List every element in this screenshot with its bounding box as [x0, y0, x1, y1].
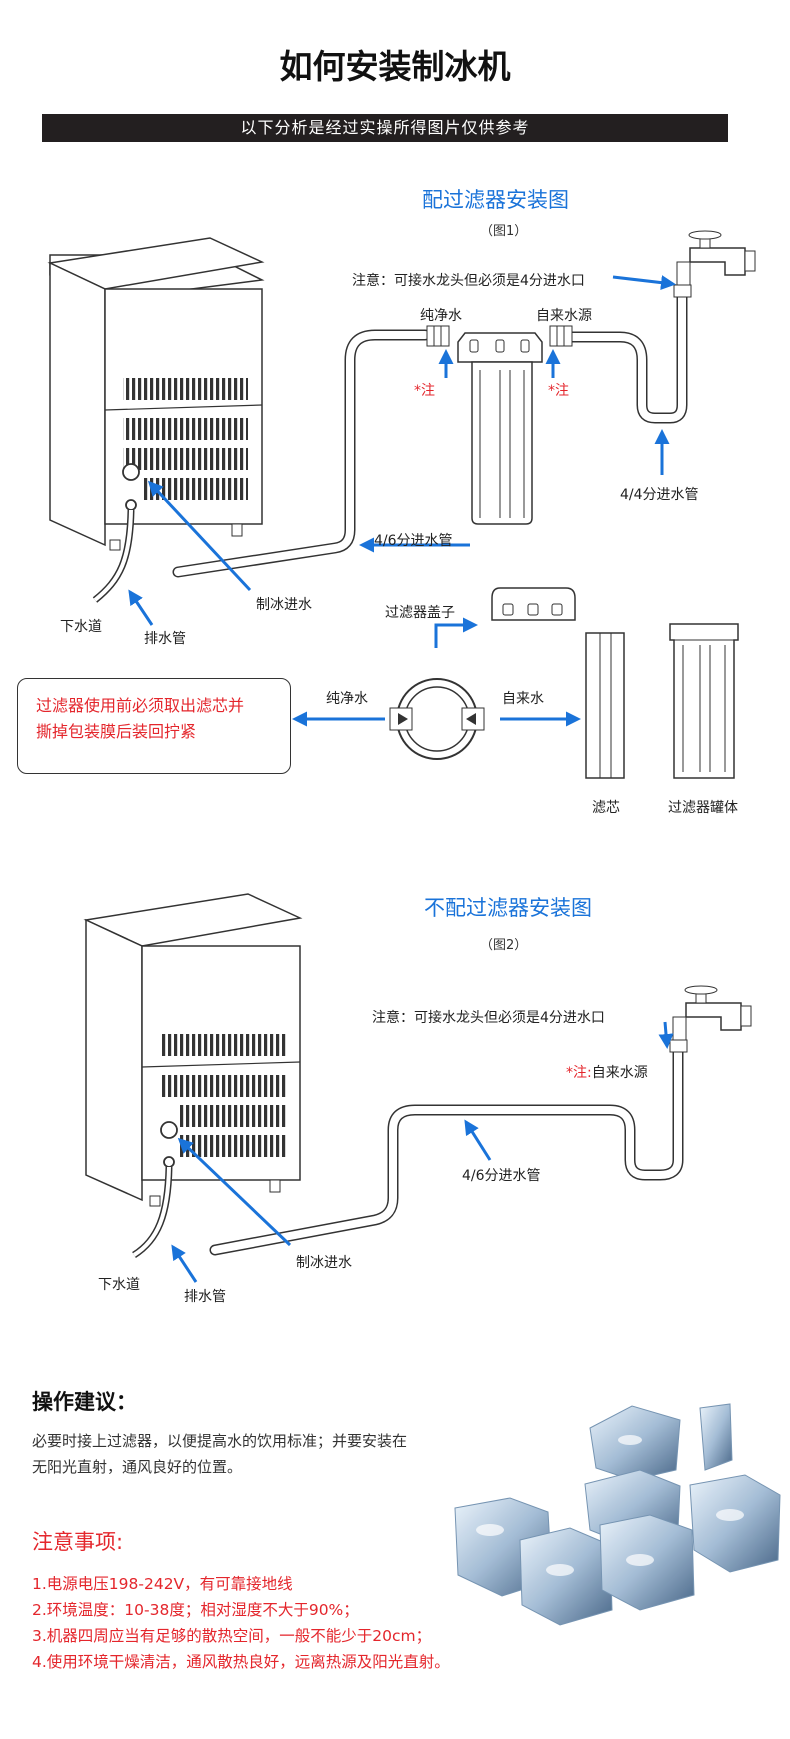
filter-warning-box: 过滤器使用前必须取出滤芯并 撕掉包装膜后装回拧紧 — [17, 678, 291, 774]
fig2-ice-inlet-label: 制冰进水 — [296, 1255, 352, 1271]
fig1-pipe-46-label: 4/6分进水管 — [374, 533, 453, 549]
ice-machine-icon — [83, 893, 303, 1207]
caution-item: 3.机器四周应当有足够的散热空间，一般不能少于20cm； — [32, 1627, 432, 1645]
housing-label: 过滤器罐体 — [668, 800, 738, 816]
fig1-mark-right: *注 — [548, 383, 569, 399]
filter-warning-line1: 过滤器使用前必须取出滤芯并 — [36, 696, 245, 715]
caution-item: 2.环境温度：10-38度；相对湿度不大于90%； — [32, 1601, 359, 1619]
fig1-tap-source-label: 自来水源 — [536, 308, 592, 324]
fig2-note: 注意：可接水龙头但必须是4分进水口 — [372, 1010, 605, 1026]
advice-text: 必要时接上过滤器，以便提高水的饮用标准；并要安装在 无阳光直射，通风良好的位置。 — [32, 1428, 502, 1480]
water-filter-icon — [426, 325, 573, 525]
filter-pure-water-label: 纯净水 — [326, 691, 368, 707]
faucet-icon — [669, 985, 752, 1053]
filter-housing-icon — [669, 623, 739, 779]
ice-cubes-image — [454, 1403, 781, 1626]
page-title: 如何安装制冰机 — [279, 47, 511, 86]
fig1-sewer-label: 下水道 — [60, 619, 102, 635]
ice-machine-icon — [47, 237, 265, 551]
fig2-tap-source-label: 自来水源 — [591, 1065, 648, 1081]
fig2-mark: *注: — [566, 1065, 592, 1081]
fig1-ice-inlet-label: 制冰进水 — [256, 597, 312, 613]
faucet-icon — [673, 230, 756, 298]
fig2-title: 不配过滤器安装图 — [424, 896, 592, 920]
filter-warning-line2: 撕掉包装膜后装回拧紧 — [36, 722, 197, 741]
fig1-note: 注意：可接水龙头但必须是4分进水口 — [352, 273, 585, 289]
filter-cap-icon — [491, 587, 576, 621]
fig2-pipe-46-label: 4/6分进水管 — [462, 1168, 541, 1184]
fig1-label: （图1） — [480, 224, 528, 239]
fig1-mark-left: *注 — [414, 383, 435, 399]
fig2-label: （图2） — [480, 938, 528, 953]
advice-line1: 必要时接上过滤器，以便提高水的饮用标准；并要安装在 — [32, 1432, 408, 1450]
cartridge-label: 滤芯 — [592, 800, 620, 816]
fig1-title: 配过滤器安装图 — [422, 188, 569, 212]
fig2-sewer-label: 下水道 — [98, 1277, 140, 1293]
fig1-drain-label: 排水管 — [144, 631, 186, 647]
fig2-mark-row: *注:自来水源 — [566, 1062, 648, 1082]
filter-cartridge-icon — [585, 632, 625, 779]
caution-item: 1.电源电压198-242V，有可靠接地线 — [32, 1575, 293, 1593]
caution-item: 4.使用环境干燥清洁，通风散热良好，远离热源及阳光直射。 — [32, 1653, 450, 1671]
filter-cap-label: 过滤器盖子 — [385, 605, 455, 621]
subtitle-banner: 以下分析是经过实操所得图片仅供参考 — [42, 114, 728, 142]
fig1-pure-water-label: 纯净水 — [420, 308, 462, 324]
filter-ring-icon — [389, 678, 485, 760]
cautions-heading: 注意事项: — [32, 1530, 124, 1554]
filter-tap-water-label: 自来水 — [502, 691, 544, 707]
fig2-drain-label: 排水管 — [184, 1289, 226, 1305]
fig1-pipe-44-label: 4/4分进水管 — [620, 487, 699, 503]
advice-heading: 操作建议： — [32, 1390, 137, 1414]
advice-line2: 无阳光直射，通风良好的位置。 — [32, 1458, 243, 1476]
